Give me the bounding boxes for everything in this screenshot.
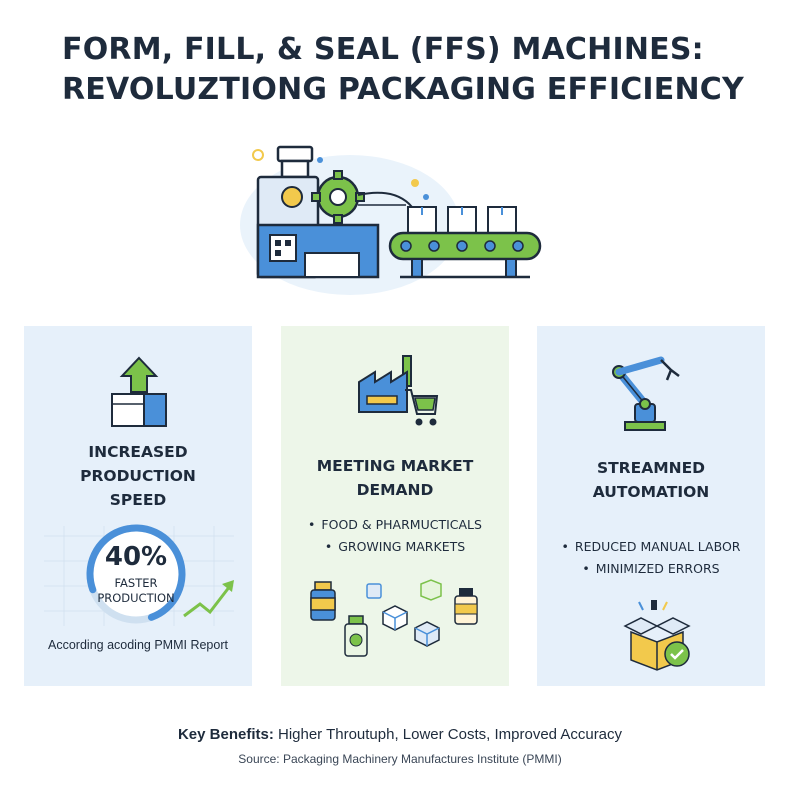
card-2-heading: MEETING MARKET DEMAND — [281, 454, 509, 502]
card-market-demand: MEETING MARKET DEMAND FOOD & PHARMUCTICA… — [281, 326, 509, 686]
card-2-heading-line-2: DEMAND — [356, 481, 434, 499]
decor-dot-icon — [252, 149, 264, 161]
decor-dot-icon — [411, 179, 419, 187]
trend-arrowhead-icon — [222, 580, 234, 592]
bullet-item: FOOD & PHARMUCTICALS — [281, 514, 509, 536]
package-box-icon — [407, 206, 517, 234]
card-2-heading-line-1: MEETING MARKET — [316, 457, 474, 475]
stat-ring-progress — [86, 524, 186, 624]
bullet-item: GROWING MARKETS — [281, 536, 509, 558]
ffs-machine-illustration — [240, 145, 542, 295]
small-box-icon — [366, 583, 408, 631]
cube-box-icon — [414, 621, 440, 647]
robot-arm-icon — [612, 356, 680, 431]
stat-label-line-1: FASTER — [114, 576, 158, 590]
decor-dot-icon — [423, 194, 429, 200]
box-up-arrow-icon — [111, 356, 167, 427]
key-benefits: Key Benefits: Higher Throutuph, Lower Co… — [0, 726, 800, 743]
title-line-1: FORM, FILL, & SEAL (FFS) MACHINES: — [62, 32, 704, 67]
source-note: Source: Packaging Machinery Manufactures… — [238, 752, 562, 766]
card-1-heading-line-1: INCREASED — [88, 443, 188, 461]
stat-block: 40% FASTER PRODUCTION — [24, 516, 252, 636]
card-automation: STREAMNED AUTOMATION REDUCED MANUAL LABO… — [537, 326, 765, 686]
products-illustration — [310, 579, 478, 657]
card-3-heading: STREAMNED AUTOMATION — [537, 456, 765, 504]
key-benefits-label: Key Benefits: — [177, 726, 274, 743]
label-tag-icon — [420, 579, 442, 601]
bullet-item: REDUCED MANUAL LABOR — [537, 536, 765, 558]
page-title: FORM, FILL, & SEAL (FFS) MACHINES: REVOL… — [62, 30, 762, 110]
jar-icon — [310, 581, 336, 621]
card-1-heading-line-2: PRODUCTION — [80, 467, 196, 485]
key-benefits-text: Higher Throutuph, Lower Costs, Improved … — [273, 726, 623, 743]
conveyor-belt-icon — [388, 231, 542, 279]
bullet-item: MINIMIZED ERRORS — [537, 558, 765, 580]
card-1-heading: INCREASED PRODUCTION SPEED — [24, 440, 252, 512]
stat-label-line-2: PRODUCTION — [97, 591, 175, 605]
card-3-heading-line-1: STREAMNED — [596, 459, 706, 477]
factory-cart-icon — [358, 355, 439, 426]
card-3-bullets: REDUCED MANUAL LABOR MINIMIZED ERRORS — [537, 536, 765, 580]
stat-label: FASTER PRODUCTION — [76, 576, 196, 606]
gear-icon — [311, 170, 365, 224]
medicine-bottle-icon — [454, 588, 478, 625]
report-note: According acoding PMMI Report — [48, 638, 228, 652]
card-3-heading-line-2: AUTOMATION — [592, 483, 710, 501]
pill-bottle-icon — [344, 615, 368, 657]
card-2-bullets: FOOD & PHARMUCTICALS GROWING MARKETS — [281, 514, 509, 558]
stat-ring — [44, 524, 234, 626]
title-line-2: REVOLUZTIONG PACKAGING EFFICIENCY — [62, 72, 744, 107]
card-1-heading-line-3: SPEED — [109, 491, 167, 509]
trend-up-icon — [183, 585, 232, 618]
sealed-box-check-icon — [623, 600, 691, 671]
decor-dot-icon — [317, 157, 323, 163]
card-production-speed: INCREASED PRODUCTION SPEED 40% FASTER PR… — [24, 326, 252, 686]
stat-value: 40% — [104, 542, 168, 572]
